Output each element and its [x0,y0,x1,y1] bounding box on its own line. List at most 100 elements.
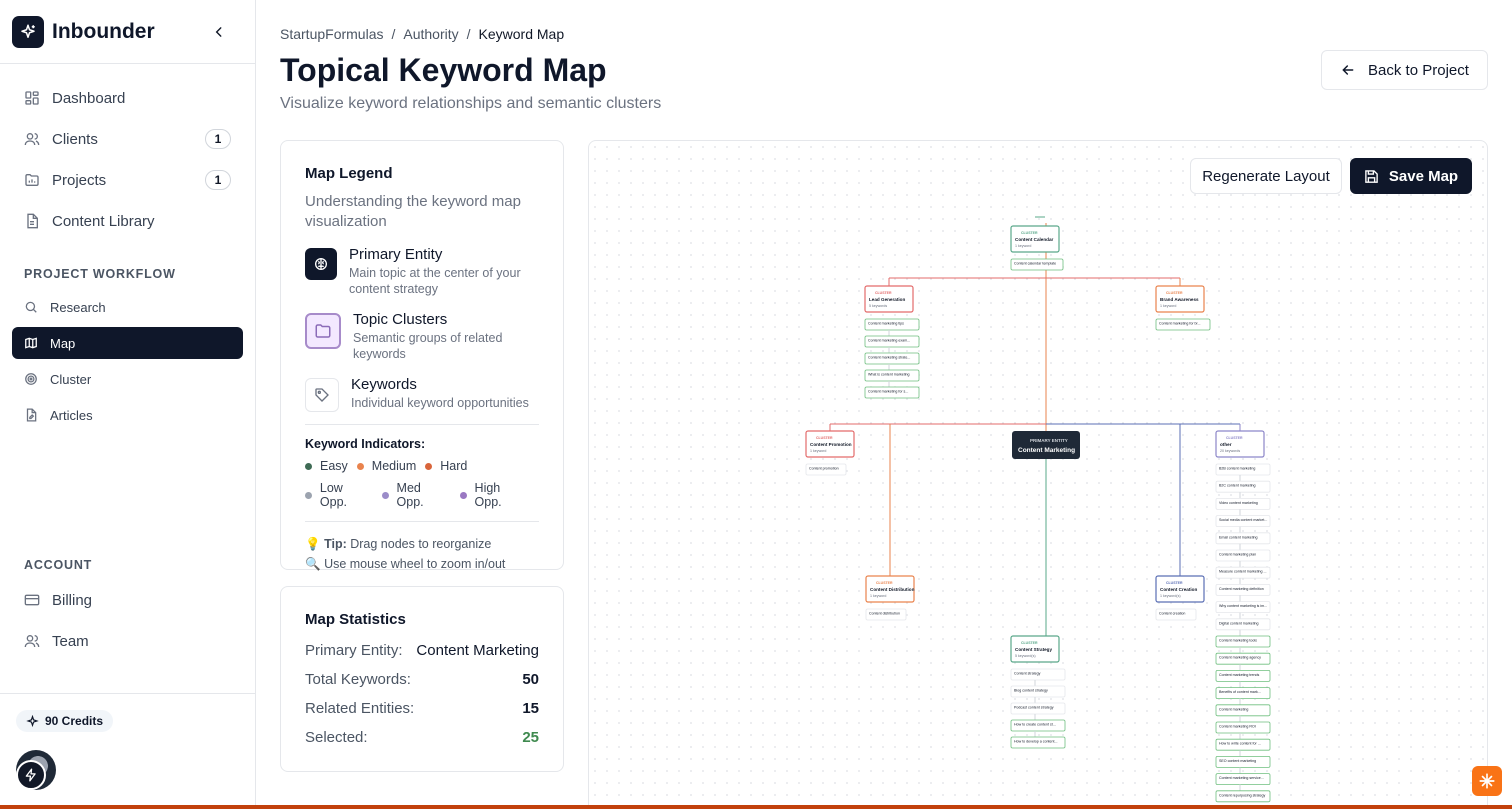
keyword-box [864,386,920,399]
keyword-node[interactable] [1215,515,1271,528]
workflow-section-title: PROJECT WORKFLOW [24,267,176,281]
keyword-node[interactable] [1215,738,1271,751]
credits-badge[interactable]: 90 Credits [16,710,114,732]
cluster-node-promotion[interactable] [805,430,855,458]
keyword-node[interactable] [864,318,920,331]
cluster-tag: CLUSTER [1021,641,1038,645]
nav-item-projects[interactable]: Projects 1 [12,162,243,198]
keyword-box [1215,549,1271,562]
target-icon [24,372,38,386]
nav-item-dashboard[interactable]: Dashboard [12,80,243,116]
nav-item-billing[interactable]: Billing [12,582,243,618]
keyword-node[interactable] [865,608,907,621]
keyword-label: How to create content st... [1014,723,1056,727]
keyword-node[interactable] [864,352,920,365]
legend-keywords: Keywords Individual keyword opportunitie… [305,376,539,412]
keyword-label: Why content marketing is im... [1219,604,1267,608]
keyword-label: Content marketing agency [1219,656,1261,660]
keyword-node[interactable] [1215,601,1271,614]
tip-drag: 💡 Tip: Drag nodes to reorganize [305,534,539,554]
grid-icon [24,90,40,106]
nav-item-team[interactable]: Team [12,623,243,659]
keyword-node[interactable] [1155,608,1197,621]
keyword-box [1215,670,1271,682]
keyword-label: Content creation [1159,612,1185,616]
breadcrumb-link-client[interactable]: StartupFormulas [280,26,384,42]
difficulty-indicators: Easy Medium Hard [305,459,539,473]
primary-entity-node[interactable] [1012,431,1080,459]
assistant-sparkle-icon[interactable] [1472,766,1502,796]
keyword-node[interactable] [1215,670,1271,682]
users-icon [24,131,40,147]
folder-chart-icon [24,172,40,188]
cluster-node-other[interactable] [1215,430,1265,458]
keyword-node[interactable] [1010,702,1066,715]
sidebar-footer: 90 Credits [0,693,255,809]
workflow-item-map[interactable]: Map [12,327,243,359]
indicators-title: Keyword Indicators: [305,437,426,451]
keyword-node[interactable] [1215,652,1271,665]
indicator-med-opp: Med Opp. [381,481,451,509]
stat-value: 50 [522,671,539,688]
keyword-node[interactable] [1215,687,1271,699]
indicator-medium: Medium [356,459,417,473]
keyword-node[interactable] [864,335,920,348]
cluster-name: Brand Awareness [1160,297,1199,302]
tip-text: Drag nodes to reorganize [350,537,492,551]
cluster-tag: CLUSTER [816,436,833,440]
cluster-node-distribution[interactable] [865,575,915,603]
keyword-node[interactable] [1010,668,1066,681]
easy-dot [305,462,312,470]
lightning-icon[interactable] [16,760,46,790]
keyword-node[interactable] [1010,719,1066,732]
workflow-item-research[interactable]: Research [12,291,243,323]
legend-title: Map Legend [305,165,393,182]
keyword-label: Content marketing for br... [1159,322,1201,326]
nav-item-clients[interactable]: Clients 1 [12,121,243,157]
keyword-node[interactable] [864,369,920,382]
keyword-node[interactable] [1215,583,1271,596]
keyword-node[interactable] [1010,685,1066,698]
regenerate-layout-button[interactable]: Regenerate Layout [1190,158,1342,194]
keyword-node[interactable] [805,463,847,476]
cluster-box [1155,575,1205,603]
stat-label: Related Entities: [305,700,415,717]
keyword-node[interactable] [1215,463,1271,476]
keyword-node[interactable] [1215,635,1271,648]
keyword-node[interactable] [864,386,920,399]
keyword-label: Content marketing plan [1219,553,1256,557]
workflow-item-cluster[interactable]: Cluster [12,363,243,395]
keyword-node[interactable] [1215,618,1271,631]
keyword-node[interactable] [1215,566,1271,579]
cluster-node-lead[interactable] [864,285,914,313]
keyword-node[interactable] [1215,532,1271,545]
save-map-button[interactable]: Save Map [1350,158,1472,194]
cluster-node-brand[interactable] [1155,285,1205,313]
breadcrumb-link-project[interactable]: Authority [403,26,459,42]
cluster-node-creation[interactable] [1155,575,1205,603]
nav-item-content-library[interactable]: Content Library [12,203,243,239]
map-icon [24,336,38,350]
keyword-node[interactable] [1215,549,1271,562]
back-to-project-button[interactable]: Back to Project [1321,50,1488,90]
keyword-label: Content marketing [1219,707,1248,711]
collapse-sidebar-button[interactable] [207,20,231,44]
workflow-item-articles[interactable]: Articles [12,399,243,431]
keyword-node[interactable] [1010,258,1064,271]
keyword-node[interactable] [1155,318,1211,331]
cluster-node-calendar[interactable] [1010,225,1060,253]
keyword-node[interactable] [1215,721,1271,734]
keyword-node[interactable] [1010,736,1066,749]
keyword-label: Content marketing definition [1219,587,1264,591]
indicator-label: Medium [371,459,417,473]
cluster-node-strategy[interactable] [1010,635,1060,663]
keyword-node[interactable] [1215,704,1271,717]
keyword-node[interactable] [1215,790,1271,803]
keyword-node[interactable] [1215,480,1271,493]
keyword-node[interactable] [1215,497,1271,510]
keyword-box [1215,773,1271,785]
keyword-node[interactable] [1215,756,1271,768]
keyword-node[interactable] [1215,773,1271,785]
